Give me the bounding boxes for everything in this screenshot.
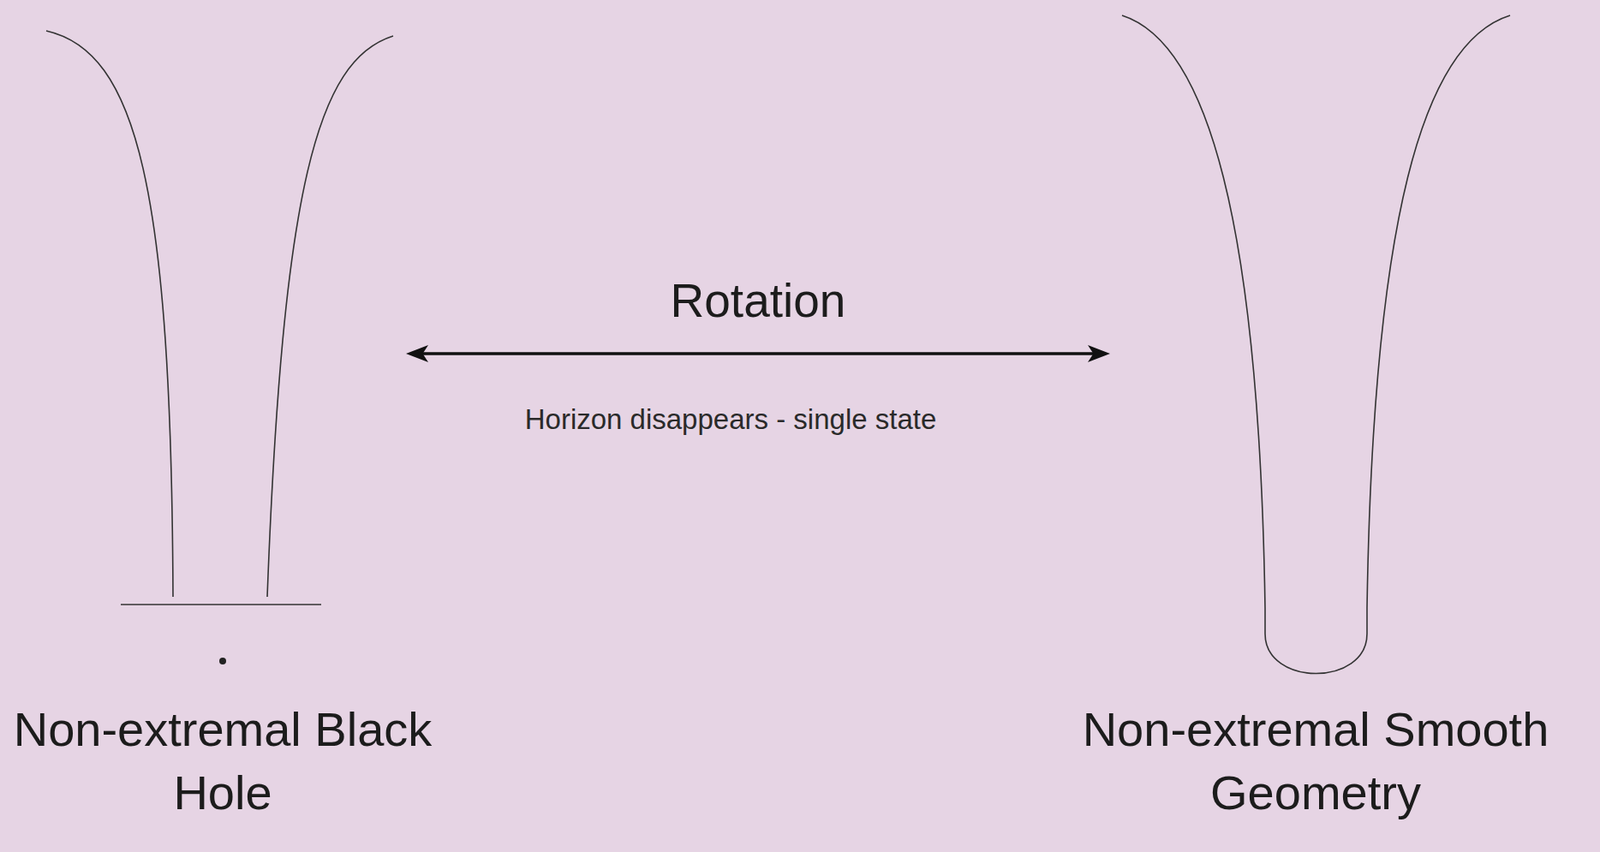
arrow-head xyxy=(1087,345,1111,363)
black-hole-funnel: Non-extremal Black Hole xyxy=(34,17,403,677)
arrow-shaft xyxy=(421,352,1095,356)
smooth-geometry-funnel: Non-extremal Smooth Geometry xyxy=(1113,8,1521,694)
edge-label: Rotation xyxy=(670,273,847,329)
double-arrow xyxy=(421,353,1095,355)
funnel-outline xyxy=(34,17,403,677)
arrow-head xyxy=(405,345,429,363)
funnel-outline xyxy=(1113,8,1521,694)
node-caption: Non-extremal Black Hole xyxy=(8,698,437,825)
note-text: Horizon disappears - single state xyxy=(525,402,938,437)
node-caption: Non-extremal Smooth Geometry xyxy=(1075,698,1556,825)
